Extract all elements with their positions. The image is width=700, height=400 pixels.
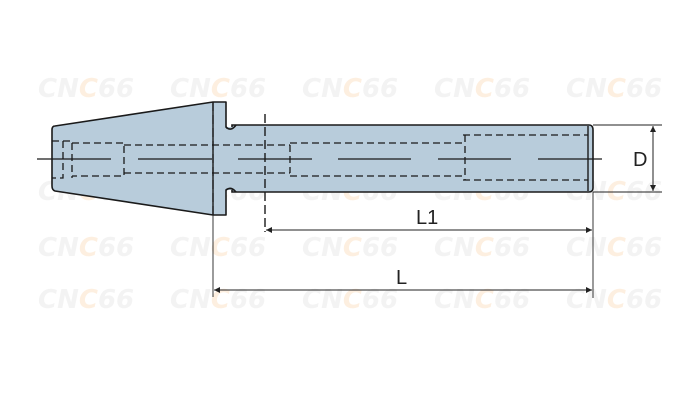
extension-lines <box>212 124 662 298</box>
svg-text:CNC66: CNC66 <box>434 74 530 104</box>
dimension-label-L1: L1 <box>416 207 438 229</box>
dimension-L1: L1 <box>266 207 592 233</box>
svg-text:CNC66: CNC66 <box>434 233 530 263</box>
watermark: CNC66 CNC66 CNC66 CNC66 CNC66 CNC66 CNC6… <box>38 74 662 315</box>
svg-text:CNC66: CNC66 <box>566 74 662 104</box>
dimension-D: D <box>633 126 656 191</box>
dimension-label-D: D <box>633 149 647 171</box>
svg-text:CNC66: CNC66 <box>302 74 398 104</box>
svg-text:CNC66: CNC66 <box>170 74 266 104</box>
dimension-label-L: L <box>396 267 407 289</box>
svg-text:CNC66: CNC66 <box>566 233 662 263</box>
svg-text:CNC66: CNC66 <box>38 285 134 315</box>
hidden-features <box>52 134 588 181</box>
shank-cylinder <box>231 124 594 193</box>
svg-text:CNC66: CNC66 <box>38 74 134 104</box>
dimension-L: L <box>214 267 592 293</box>
svg-text:CNC66: CNC66 <box>38 233 134 263</box>
watermark-layer: CNC66 CNC66 CNC66 CNC66 CNC66 CNC66 CNC6… <box>38 74 662 315</box>
svg-text:CNC66: CNC66 <box>302 233 398 263</box>
svg-text:CNC66: CNC66 <box>170 233 266 263</box>
